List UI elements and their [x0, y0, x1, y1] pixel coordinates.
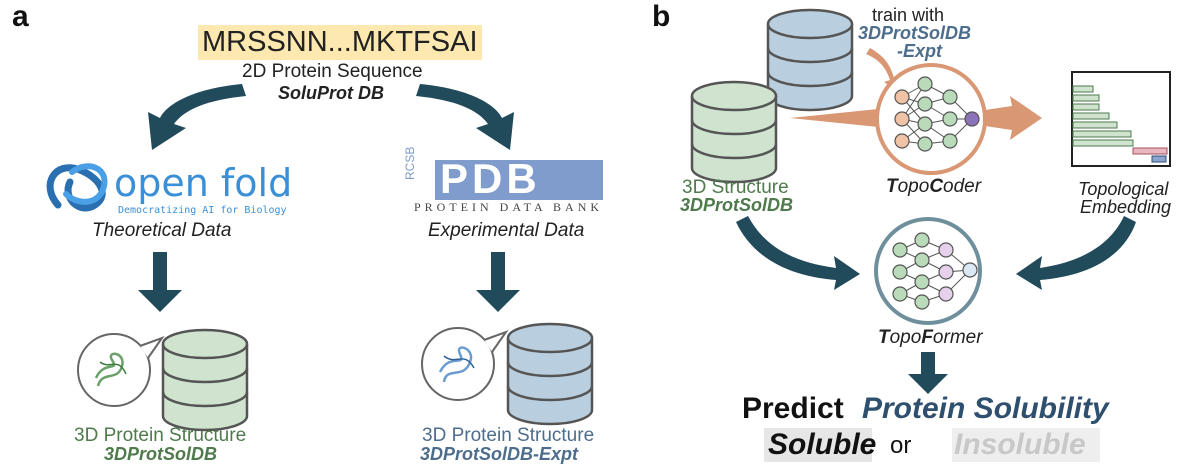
topoformer-t4: ormer: [932, 327, 983, 348]
embedding-label-line2: Embedding: [1080, 197, 1172, 217]
down-arrow-predict-icon: [908, 352, 948, 394]
pdb-tagline: PROTEIN DATA BANK: [414, 200, 604, 214]
arrow-embedding-to-topoformer-icon: [1016, 216, 1136, 290]
panel-label-b: b: [652, 0, 671, 33]
arrow-structure-to-topoformer-icon: [736, 216, 860, 290]
input-wedge-arrow-icon: [790, 108, 888, 128]
topocoder-t3: C: [929, 176, 944, 197]
predict-target: Protein Solubility: [862, 392, 1109, 425]
right-structure-label: 3D Protein Structure: [422, 425, 595, 446]
structure-db-b: 3DProtSolDB: [680, 195, 794, 215]
sequence-caption: 2D Protein Sequence: [242, 61, 423, 82]
pdb-side-text: RCSB: [403, 146, 417, 180]
or-label: or: [890, 432, 912, 459]
topoformer-t1: T: [878, 327, 890, 348]
topoformer-label: TopoFormer: [878, 328, 983, 347]
panel-label-a: a: [12, 0, 29, 33]
down-arrow-left-icon: [138, 252, 182, 312]
topoformer-t2: opo: [889, 327, 922, 348]
database-icon-blue-right: [506, 322, 594, 426]
soluble-label: Soluble: [768, 428, 877, 461]
left-structure-label: 3D Protein Structure: [74, 425, 247, 446]
openfold-logo: [46, 163, 108, 212]
soluble-highlight-box: [764, 428, 872, 462]
arrow-to-openfold-icon: [148, 84, 246, 150]
train-db-line1: 3DProtSolDB: [858, 23, 972, 43]
sequence-database: SoluProt DB: [278, 83, 384, 103]
topocoder-t4: oder: [943, 176, 982, 197]
protein-structure-bubble-left: [77, 333, 165, 407]
theoretical-data-caption: Theoretical Data: [92, 220, 232, 241]
topoformer-t3: F: [921, 327, 933, 348]
openfold-tagline: Democratizing AI for Biology: [118, 205, 287, 216]
sequence-text: MRSSNN...MKTFSAI: [198, 25, 482, 60]
embedding-arrow-icon: [985, 96, 1042, 140]
database-icon-green-left: [161, 328, 249, 432]
right-db-name: 3DProtSolDB-Expt: [420, 444, 579, 464]
structure-label-b: 3D Structure: [682, 177, 789, 198]
topocoder-network-icon: [875, 63, 987, 175]
train-db-line2: -Expt: [897, 41, 942, 61]
protein-structure-bubble-right: [421, 327, 509, 401]
experimental-data-caption: Experimental Data: [428, 220, 585, 241]
database-icon-blue-train: [766, 8, 854, 112]
openfold-logo-text: open fold: [114, 161, 293, 205]
topoformer-network-icon: [874, 217, 982, 325]
train-with-label: train with: [872, 5, 945, 25]
left-db-name: 3DProtSolDB: [104, 444, 218, 464]
down-arrow-right-icon: [476, 252, 520, 312]
database-icon-green-input: [690, 80, 778, 184]
embedding-label-line1: Topological: [1078, 179, 1169, 199]
topocoder-label: TopoCoder: [886, 177, 981, 196]
pdb-logo-text: PDB: [440, 155, 541, 202]
topocoder-t1: T: [886, 176, 898, 197]
insoluble-highlight-box: [952, 428, 1100, 462]
arrow-to-pdb-icon: [416, 84, 514, 150]
insoluble-label: Insoluble: [954, 428, 1086, 461]
topocoder-t2: opo: [897, 176, 930, 197]
topological-embedding-chart: [1071, 71, 1171, 167]
predict-word: Predict: [742, 392, 844, 425]
pdb-logo: [435, 160, 603, 200]
